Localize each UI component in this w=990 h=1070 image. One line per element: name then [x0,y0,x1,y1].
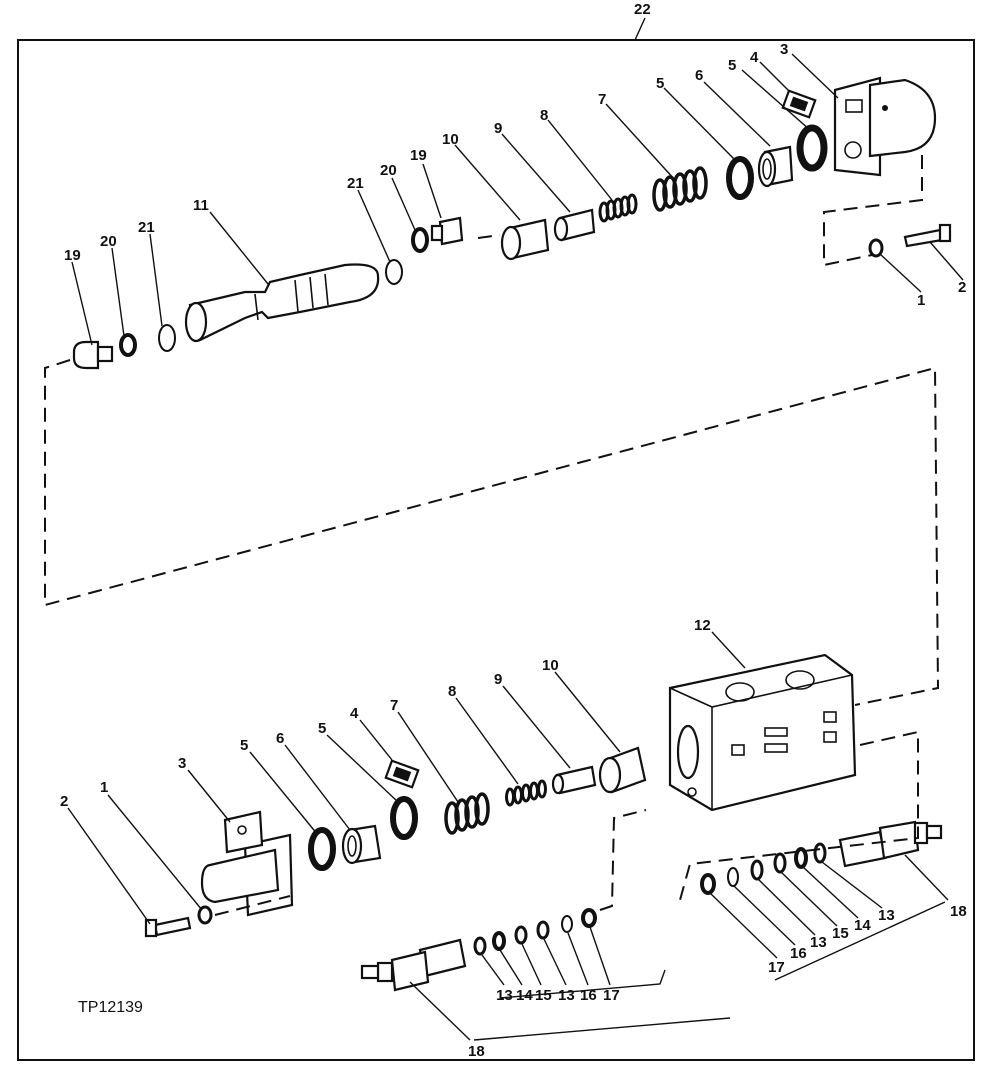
callout-number: 12 [694,617,711,634]
callout-number: 1 [917,292,925,309]
callout-number: 13 [878,907,895,924]
callout-number: 10 [542,657,559,674]
callout-number: 15 [832,925,849,942]
callout-number: 6 [276,730,284,747]
spool [184,263,380,343]
callout-number: 5 [728,57,736,74]
guide-lower [551,765,597,795]
callout-number: 21 [347,175,364,192]
cup-upper [500,218,550,261]
end-cap-lower [200,810,294,917]
callout-number: 13 [496,987,513,1004]
callout-number: 14 [854,917,871,934]
callout-number: 2 [60,793,68,810]
callout-number: 16 [580,987,597,1004]
callout-number: 9 [494,671,502,688]
callout-number: 21 [138,219,155,236]
relief-valve-right [838,820,943,868]
diagram-frame [17,39,975,1061]
plug-left [72,340,114,370]
callout-number: 14 [516,987,533,1004]
callout-number: 16 [790,945,807,962]
valve-body [668,653,857,812]
callout-number: 11 [193,197,209,214]
callout-22: 22 [634,1,651,18]
spring-small-upper [598,193,638,223]
bolt-upper [903,223,952,248]
spring-small-lower [505,779,547,807]
callout-number: 5 [656,75,664,92]
callout-number: 17 [768,959,785,976]
callout-number: 18 [468,1043,485,1060]
callout-number: 17 [603,987,620,1004]
callout-number: 9 [494,120,502,137]
callout-number: 18 [950,903,967,920]
callout-labels: 19 20 21 11 21 20 19 10 9 8 7 5 6 5 4 3 … [60,41,967,1060]
callout-number: 20 [380,162,397,179]
callout-number: 5 [318,720,326,737]
callout-number: 5 [240,737,248,754]
callout-number: 19 [410,147,427,164]
sleeve-upper [757,145,794,188]
callout-number: 3 [178,755,186,772]
callout-number: 19 [64,247,81,264]
spring-large-lower [444,792,490,835]
callout-number: 20 [100,233,117,250]
callout-number: 3 [780,41,788,58]
callout-number: 15 [535,987,552,1004]
cup-lower [598,746,647,794]
callout-number: 2 [958,279,966,296]
figure-reference-code: TP12139 [78,999,143,1016]
callout-number: 4 [350,705,359,722]
callout-number: 8 [448,683,456,700]
guide-upper [553,208,596,242]
callout-number: 10 [442,131,459,148]
callout-number: 13 [810,934,827,951]
leader-lines [67,53,964,1041]
plug-mid [430,216,464,246]
sleeve-lower [341,824,382,865]
spring-large-upper [652,166,708,212]
end-cap-upper [833,76,937,177]
callout-number: 1 [100,779,108,796]
callout-number: 4 [750,49,759,66]
callout-number: 7 [598,91,606,108]
callout-number: 8 [540,107,548,124]
callout-number: 6 [695,67,703,84]
callout-number: 13 [558,987,575,1004]
callout-number: 7 [390,697,398,714]
relief-valve-center [360,938,467,992]
bolt-lower [144,916,192,938]
